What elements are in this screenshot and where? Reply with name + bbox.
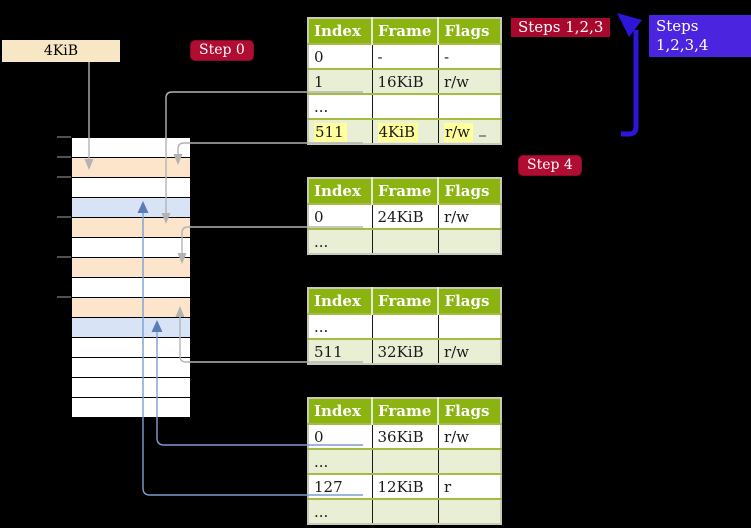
memory-row (72, 318, 190, 338)
badge-step-0: Step 0 (190, 40, 254, 61)
table-row: 0 - - (308, 43, 502, 69)
column-header-frame: Frame (370, 288, 439, 314)
table-row: 0 36KiB r/w (308, 423, 502, 449)
column-header-flags: Flags (437, 288, 502, 314)
memory-row (72, 238, 190, 258)
page-table-level-b: Index Frame Flags 0 24KiB r/w ... (307, 177, 503, 255)
column-header-index: Index (308, 18, 372, 44)
table-row: ... (308, 228, 502, 254)
memory-row (72, 398, 190, 417)
memory-row (72, 358, 190, 378)
column-header-index: Index (308, 288, 372, 314)
table-header-row: Index Frame Flags (308, 398, 502, 424)
memory-row (72, 298, 190, 318)
page-table-level-c: Index Frame Flags ... 511 32KiB r/w (307, 287, 503, 365)
memory-row (72, 198, 190, 218)
table-row: ... (308, 498, 502, 524)
column-header-flags: Flags (437, 398, 502, 424)
memory-row (72, 178, 190, 198)
table-row: 0 24KiB r/w (308, 203, 502, 229)
table-row-highlighted: 511 4KiB r/w (308, 118, 502, 144)
memory-row (72, 218, 190, 238)
table-row: ... (308, 313, 502, 339)
column-header-flags: Flags (437, 18, 502, 44)
physical-memory-strip (71, 137, 191, 418)
memory-row (72, 378, 190, 398)
table-row: ... (308, 448, 502, 474)
table-row: 127 12KiB r (308, 473, 502, 499)
memory-row (72, 158, 190, 178)
memory-row (72, 258, 190, 278)
strip-tick-marks (57, 136, 71, 298)
table-header-row: Index Frame Flags (308, 288, 502, 314)
memory-row (72, 138, 190, 158)
table-header-row: Index Frame Flags (308, 178, 502, 204)
page-table-level-a: Index Frame Flags 0 - - 1 16KiB r/w ... … (307, 17, 503, 145)
column-header-frame: Frame (370, 18, 439, 44)
badge-steps-1234: Steps 1,2,3,4 (649, 15, 751, 57)
memory-row (72, 278, 190, 298)
frame-size-label: 4KiB (2, 40, 120, 62)
column-header-index: Index (308, 398, 372, 424)
table-row: 511 32KiB r/w (308, 338, 502, 364)
badge-steps-123: Steps 1,2,3 (511, 18, 611, 37)
table-header-row: Index Frame Flags (308, 18, 502, 44)
column-header-frame: Frame (370, 398, 439, 424)
page-table-level-d: Index Frame Flags 0 36KiB r/w ... 127 12… (307, 397, 503, 525)
memory-row (72, 338, 190, 358)
column-header-flags: Flags (437, 178, 502, 204)
column-header-index: Index (308, 178, 372, 204)
table-row: ... (308, 93, 502, 119)
column-header-frame: Frame (370, 178, 439, 204)
table-row: 1 16KiB r/w (308, 68, 502, 94)
steps-loop-arrow (617, 13, 642, 137)
badge-step-4: Step 4 (518, 155, 582, 176)
